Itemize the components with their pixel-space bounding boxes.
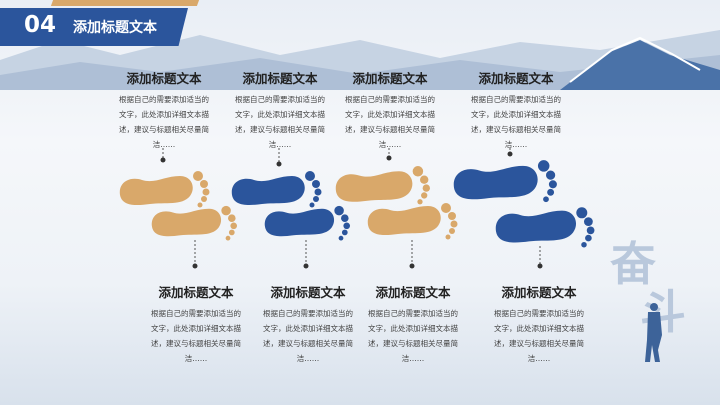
- footprint: [151, 205, 238, 241]
- footprint: [453, 160, 557, 203]
- section-title: 添加标题文本: [73, 20, 157, 36]
- item-title: 添加标题文本: [478, 71, 554, 86]
- footprint: [119, 171, 210, 208]
- top-item-2: 添加标题文本根据自己的需要添加适当的文字，此处添加详细文本描述，建议与标题相关尽…: [234, 68, 326, 152]
- item-title: 添加标题文本: [501, 285, 577, 300]
- connector-dot: [507, 151, 513, 157]
- item-text: 根据自己的需要添加适当的文字，此处添加详细文本描述，建议与标题相关尽量简洁……: [151, 309, 241, 363]
- item-text: 根据自己的需要添加适当的文字，此处添加详细文本描述，建议与标题相关尽量简洁……: [494, 309, 584, 363]
- item-text: 根据自己的需要添加适当的文字，此处添加详细文本描述，建议与标题相关尽量简洁……: [235, 95, 325, 149]
- footprint: [335, 166, 430, 205]
- connector-dot: [537, 263, 543, 269]
- top-item-3: 添加标题文本根据自己的需要添加适当的文字，此处添加详细文本描述，建议与标题相关尽…: [344, 68, 436, 152]
- watermark-calligraphy: 奋斗: [610, 237, 686, 339]
- mountain-background: [0, 30, 720, 90]
- item-title: 添加标题文本: [126, 71, 202, 86]
- connector-dot: [160, 157, 166, 163]
- item-text: 根据自己的需要添加适当的文字，此处添加详细文本描述，建议与标题相关尽量简洁……: [345, 95, 435, 149]
- bottom-item-1: 添加标题文本根据自己的需要添加适当的文字，此处添加详细文本描述，建议与标题相关尽…: [150, 282, 242, 366]
- footprint: [264, 205, 351, 241]
- item-title: 添加标题文本: [375, 285, 451, 300]
- connector-dot: [303, 263, 309, 269]
- footprint: [231, 171, 322, 208]
- bottom-item-3: 添加标题文本根据自己的需要添加适当的文字，此处添加详细文本描述，建议与标题相关尽…: [367, 282, 459, 366]
- item-text: 根据自己的需要添加适当的文字，此处添加详细文本描述，建议与标题相关尽量简洁……: [471, 95, 561, 149]
- top-item-4: 添加标题文本根据自己的需要添加适当的文字，此处添加详细文本描述，建议与标题相关尽…: [470, 68, 562, 152]
- item-text: 根据自己的需要添加适当的文字，此处添加详细文本描述，建议与标题相关尽量简洁……: [263, 309, 353, 363]
- footprint: [495, 207, 595, 248]
- connector-dot: [276, 161, 282, 167]
- connector-dot: [192, 263, 198, 269]
- item-text: 根据自己的需要添加适当的文字，此处添加详细文本描述，建议与标题相关尽量简洁……: [368, 309, 458, 363]
- top-item-1: 添加标题文本根据自己的需要添加适当的文字，此处添加详细文本描述，建议与标题相关尽…: [118, 68, 210, 152]
- item-text: 根据自己的需要添加适当的文字，此处添加详细文本描述，建议与标题相关尽量简洁……: [119, 95, 209, 149]
- connector-dot: [409, 263, 415, 269]
- item-title: 添加标题文本: [242, 71, 318, 86]
- bottom-item-2: 添加标题文本根据自己的需要添加适当的文字，此处添加详细文本描述，建议与标题相关尽…: [262, 282, 354, 366]
- bottom-item-4: 添加标题文本根据自己的需要添加适当的文字，此处添加详细文本描述，建议与标题相关尽…: [493, 282, 585, 366]
- item-title: 添加标题文本: [352, 71, 428, 86]
- item-title: 添加标题文本: [270, 285, 346, 300]
- connector-dot: [386, 155, 392, 161]
- footprint: [367, 203, 458, 240]
- section-number: 04: [24, 12, 57, 38]
- item-title: 添加标题文本: [158, 285, 234, 300]
